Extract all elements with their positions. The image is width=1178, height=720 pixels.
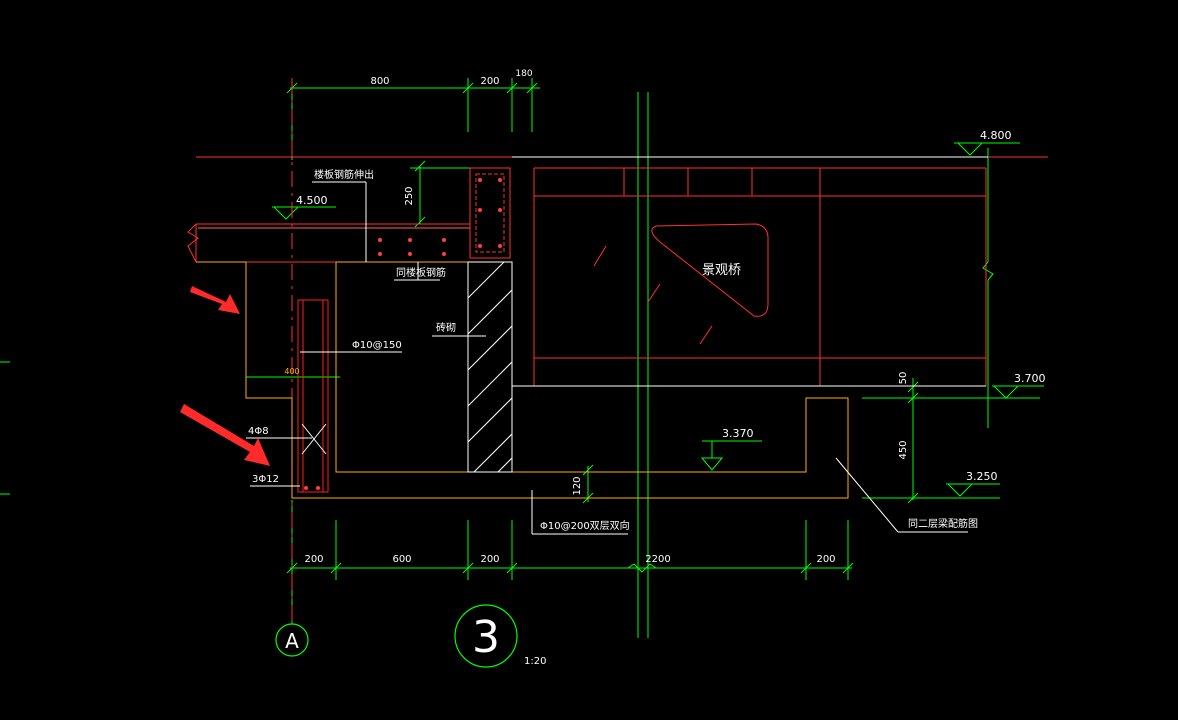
scale-label: 1:20 [524, 656, 546, 667]
dim-bottom-3: 200 [480, 554, 499, 565]
dim-bottom-5: 200 [816, 554, 835, 565]
brick-wall-hatch [467, 261, 513, 473]
dim-bottom-2: 600 [392, 554, 411, 565]
elev-slab: 4.500 [296, 194, 328, 207]
dim-top-2: 200 [480, 76, 499, 87]
dim-top-1: 800 [370, 76, 389, 87]
label-rebar-3: 3Φ12 [252, 474, 279, 485]
dim-bottom-4: 2200 [645, 554, 670, 565]
concrete-lines [187, 78, 1048, 624]
rebar-dots [304, 178, 502, 490]
dim-step-height: 450 [898, 440, 909, 459]
dim-column-width: 400 [284, 367, 299, 376]
dimension-lines [0, 78, 1040, 638]
section-number: 3 [472, 612, 500, 663]
elev-top-right: 4.800 [980, 129, 1012, 142]
finish-outline [196, 261, 849, 499]
label-base-rebar: Φ10@200双层双向 [540, 519, 630, 532]
label-stirrup: Φ10@150 [352, 340, 402, 351]
axis-bubble [275, 623, 309, 657]
dim-base-thickness: 120 [572, 476, 583, 495]
dim-slab-thickness: 250 [404, 186, 415, 205]
dim-top-3: 180 [515, 69, 532, 79]
label-rebar-4: 4Φ8 [248, 426, 269, 437]
section-bubble [454, 604, 518, 668]
label-second-floor-beam: 同二层梁配筋图 [908, 517, 978, 530]
label-same-slab-rebar: 同楼板钢筋 [396, 266, 446, 279]
arrow-upper [190, 286, 240, 314]
annotation-arrows [180, 286, 270, 466]
elev-right-mid: 3.700 [1014, 372, 1046, 385]
outline-lines [297, 156, 988, 493]
elev-inner-floor: 3.370 [722, 427, 754, 440]
axis-label-a: A [285, 629, 299, 653]
leader-lines [246, 181, 968, 535]
dim-upper-gap: 50 [898, 372, 909, 385]
dim-bottom-1: 200 [304, 554, 323, 565]
label-brick-wall: 砖砌 [436, 321, 456, 334]
arrow-lower [180, 404, 270, 466]
elev-right-low: 3.250 [966, 470, 998, 483]
label-bridge: 景观桥 [702, 263, 741, 278]
elevation-markers [272, 142, 1044, 497]
label-slab-rebar-extend: 楼板钢筋伸出 [314, 168, 374, 181]
